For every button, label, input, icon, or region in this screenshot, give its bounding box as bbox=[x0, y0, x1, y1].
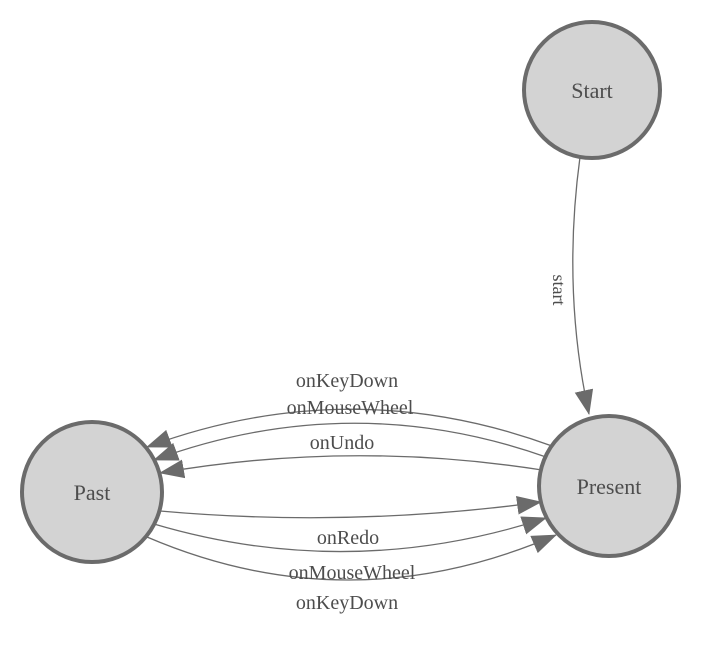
edge-past-to-present-onmousewheel[interactable] bbox=[153, 516, 547, 553]
state-node-start-circle[interactable] bbox=[522, 20, 662, 160]
state-node-start[interactable]: Start bbox=[522, 20, 662, 160]
state-node-present[interactable]: Present bbox=[537, 414, 681, 558]
edge-label-onundo: onUndo bbox=[310, 432, 374, 454]
edge-past-to-present-onredo[interactable] bbox=[159, 495, 543, 519]
edge-label-start: start bbox=[549, 275, 569, 306]
state-node-past-circle[interactable] bbox=[20, 420, 164, 564]
edge-label-onmousewheel-upper: onMouseWheel bbox=[287, 397, 414, 419]
edge-present-to-past-onmousewheel[interactable] bbox=[153, 422, 547, 461]
state-node-past[interactable]: Past bbox=[20, 420, 164, 564]
edge-labels: start onKeyDown onMouseWheel onUndo onRe… bbox=[287, 275, 569, 615]
edge-present-to-past-onkeydown[interactable] bbox=[146, 408, 553, 448]
edge-label-onkeydown-lower: onKeyDown bbox=[296, 592, 398, 614]
edge-label-onkeydown-upper: onKeyDown bbox=[296, 370, 398, 392]
state-node-start-label: Start bbox=[571, 78, 613, 103]
edge-present-to-past-onundo[interactable] bbox=[158, 455, 543, 479]
edge-past-to-present-onkeydown[interactable] bbox=[146, 534, 557, 581]
edge-start-to-present[interactable] bbox=[572, 156, 594, 416]
state-node-present-label: Present bbox=[577, 474, 642, 499]
state-node-past-label: Past bbox=[74, 480, 111, 505]
edge-label-onmousewheel-lower: onMouseWheel bbox=[289, 562, 416, 584]
state-node-present-circle[interactable] bbox=[537, 414, 681, 558]
state-nodes: Start Present Past bbox=[20, 20, 681, 564]
edge-label-onredo: onRedo bbox=[317, 527, 379, 549]
transition-edges bbox=[146, 156, 594, 581]
